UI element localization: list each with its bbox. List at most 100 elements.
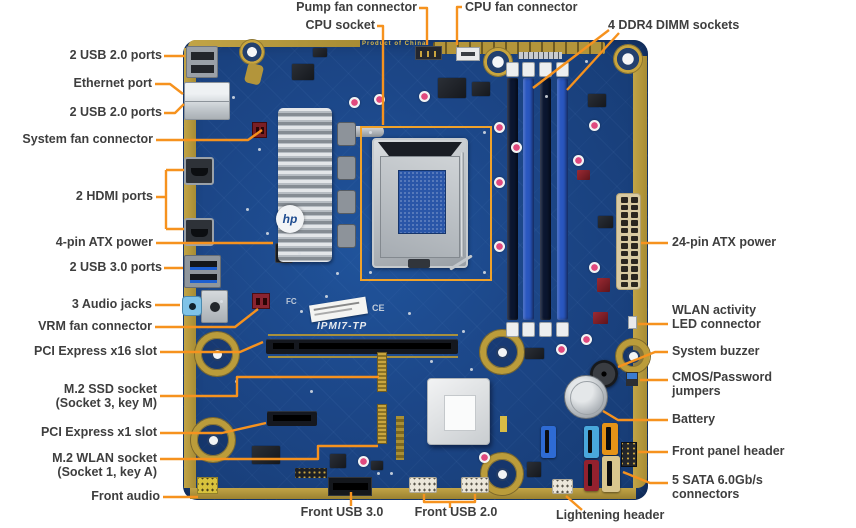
cmos-battery <box>564 375 608 419</box>
callout-label-front-audio: Front audio <box>91 489 160 503</box>
callout-label-ddr4: 4 DDR4 DIMM sockets <box>608 18 740 32</box>
capacitor <box>494 241 505 252</box>
callout-label-system-fan: System fan connector <box>22 132 153 146</box>
solder-pad <box>545 95 548 98</box>
capacitor <box>419 91 430 102</box>
component <box>593 312 608 324</box>
wlan-led-connector <box>628 316 637 329</box>
callout-label-m2-wlan: M.2 WLAN socket (Socket 1, key A) <box>52 451 157 479</box>
mount-ring <box>195 332 239 376</box>
screw-hole <box>240 40 264 64</box>
sata-port-1 <box>541 426 556 458</box>
solder-pad <box>258 148 261 151</box>
front-usb3-header <box>328 477 372 496</box>
dimm-slot-2 <box>523 78 534 320</box>
sata-port-4 <box>584 460 599 491</box>
cpu-socket <box>372 138 473 271</box>
dimm-latch <box>556 62 569 77</box>
callout-label-pcie-x1: PCI Express x1 slot <box>40 425 157 439</box>
solder-pad <box>235 380 238 383</box>
dimm-slot-3 <box>540 78 551 320</box>
pcie-x16-silk <box>268 356 458 358</box>
leader-line-hdmi <box>156 168 184 231</box>
vrm-heatsink <box>278 108 332 262</box>
callout-label-atx4: 4-pin ATX power <box>55 235 153 249</box>
component <box>597 278 610 292</box>
vrm-choke <box>337 224 356 248</box>
mount-ring <box>616 339 650 373</box>
silk-strip <box>500 416 507 432</box>
front-usb2-header-1 <box>409 477 437 493</box>
m2-ssd-socket <box>377 352 387 392</box>
cpu-socket-callout-box <box>360 126 492 281</box>
ce-mark: CE <box>372 303 385 313</box>
origin-silkscreen: Product of China <box>362 41 427 47</box>
solder-pad <box>298 252 301 255</box>
usb2-port-block-top <box>186 46 218 78</box>
solder-pad <box>266 232 269 235</box>
leader-line-ethernet <box>155 82 184 95</box>
sata-port-5 <box>602 456 620 492</box>
audio-jack-block <box>201 290 228 323</box>
dimm-latch <box>539 62 552 77</box>
dimm-latch <box>506 322 519 337</box>
capacitor <box>358 456 369 467</box>
capacitor <box>494 177 505 188</box>
fc-mark: FC <box>286 297 297 306</box>
capacitor <box>581 334 592 345</box>
component <box>577 170 590 180</box>
hp-logo-text: hp <box>282 212 298 226</box>
screw-hole <box>614 45 642 73</box>
ic-chip <box>292 64 314 80</box>
ic-chip <box>588 94 606 107</box>
callout-label-cpu-fan: CPU fan connector <box>465 0 578 14</box>
m2-standoff <box>396 416 404 460</box>
pin-header <box>295 468 327 478</box>
vrm-choke <box>337 122 356 146</box>
solder-pad <box>310 390 313 393</box>
capacitor <box>349 97 360 108</box>
ic-chip <box>525 348 544 359</box>
solder-pad <box>470 368 473 371</box>
capacitor <box>556 344 567 355</box>
audio-jack-blue <box>182 296 202 316</box>
io-shield-bar <box>518 52 562 59</box>
leader-line-usb2-mid <box>164 103 185 115</box>
dimm-latch <box>522 62 535 77</box>
dimm-latch <box>506 62 519 77</box>
hp-logo: hp <box>276 205 304 233</box>
callout-label-audio: 3 Audio jacks <box>71 297 152 311</box>
ic-chip <box>438 78 466 98</box>
ic-chip <box>252 446 280 464</box>
hdmi-port-1 <box>184 157 214 185</box>
mount-ring <box>191 418 235 462</box>
callout-label-usb2-mid: 2 USB 2.0 ports <box>69 105 162 119</box>
system-fan-connector <box>252 122 267 138</box>
solder-pad <box>390 472 393 475</box>
callout-label-sata: 5 SATA 6.0Gb/s connectors <box>672 473 763 501</box>
usb3-port-block <box>184 255 221 288</box>
callout-label-hdmi: 2 HDMI ports <box>75 189 153 203</box>
callout-label-wlan-led: WLAN activity LED connector <box>672 303 761 331</box>
front-panel-header <box>621 442 637 467</box>
solder-pad <box>325 295 328 298</box>
ic-chip <box>472 82 490 96</box>
sata-port-3 <box>602 423 618 455</box>
capacitor <box>589 262 600 273</box>
vrm-choke <box>337 156 356 180</box>
callout-label-front-usb2: Front USB 2.0 <box>414 505 498 519</box>
ethernet-port <box>184 82 230 120</box>
capacitor <box>511 142 522 153</box>
pcie-x16-silk <box>268 334 458 336</box>
front-audio-header <box>197 477 218 494</box>
solder-pad <box>585 60 588 63</box>
dimm-slot-4 <box>557 78 568 320</box>
hdmi-port-2 <box>184 218 214 246</box>
cpu-fan-connector <box>456 47 480 61</box>
solder-pad <box>430 360 433 363</box>
callout-label-front-panel: Front panel header <box>672 444 785 458</box>
callout-label-pcie-x16: PCI Express x16 slot <box>34 344 157 358</box>
callout-label-ethernet: Ethernet port <box>73 76 152 90</box>
solder-pad <box>336 272 339 275</box>
